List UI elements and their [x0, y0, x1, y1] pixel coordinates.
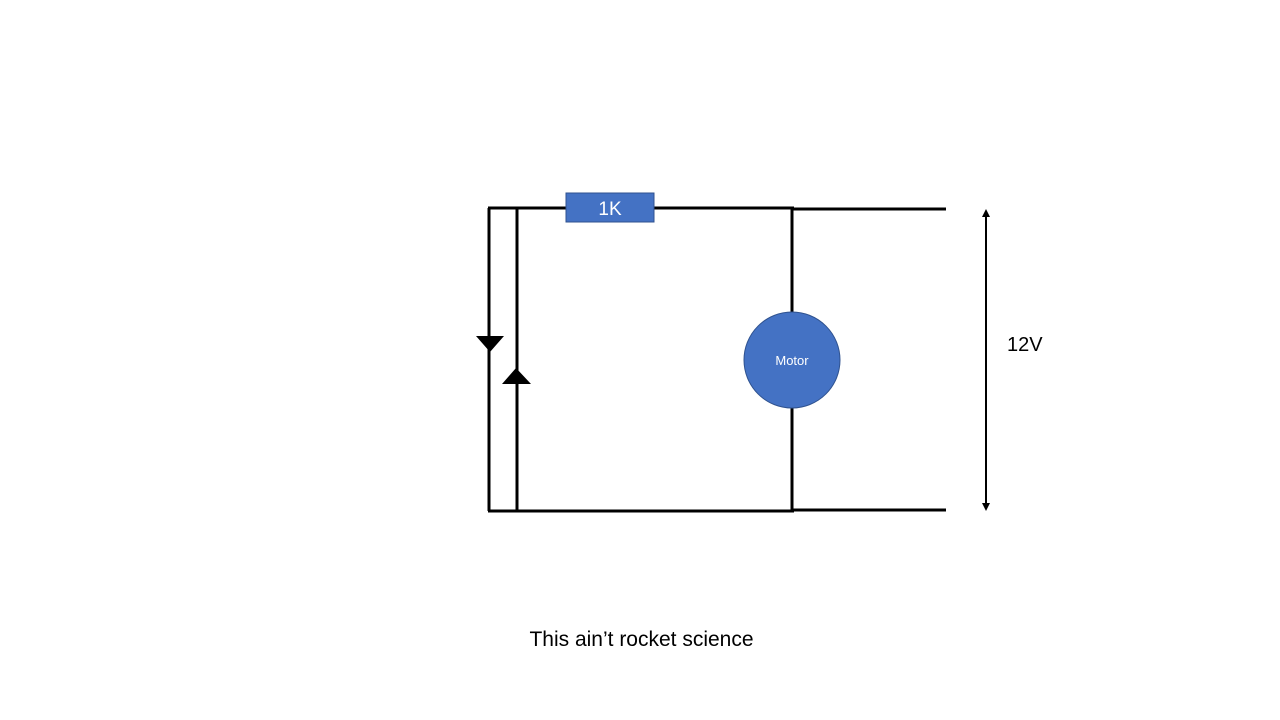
- resistor: [565, 192, 655, 223]
- resistor-label: 1K: [598, 199, 622, 220]
- voltage-label: 12V: [1007, 334, 1043, 356]
- diode-down-icon: [476, 336, 504, 352]
- caption: This ain’t rocket science: [529, 628, 754, 651]
- motor-label: Motor: [775, 353, 809, 368]
- motor: [743, 311, 841, 409]
- diode-up-icon: [502, 368, 531, 384]
